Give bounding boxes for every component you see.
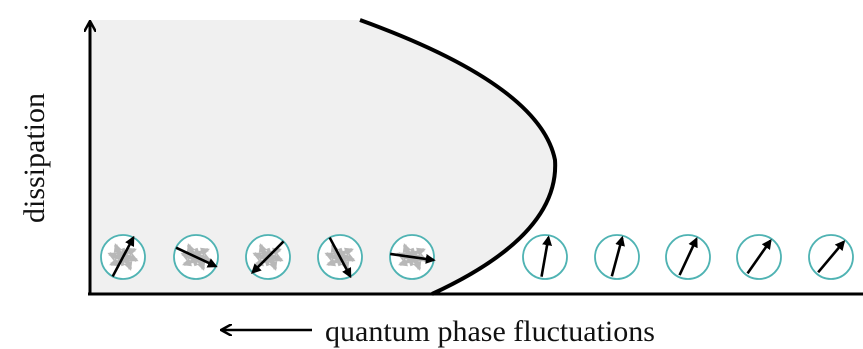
spin-symbols: [100, 234, 854, 280]
fluctuating-spin: [173, 234, 219, 280]
x-axis-label: quantum phase fluctuations: [325, 315, 655, 348]
spin-arrow: [817, 240, 846, 274]
ordered-spin: [665, 234, 711, 280]
dissipative-phase-region: [90, 20, 556, 294]
fluctuation-arrow: [116, 249, 139, 262]
fluctuating-spin: [317, 234, 363, 280]
spin-arrow: [175, 246, 218, 268]
fluctuating-spin: [245, 234, 291, 280]
ordered-spin: [808, 234, 854, 280]
phase-boundary-line: [359, 18, 558, 296]
fluctuation-arrow: [266, 247, 278, 271]
spin-arrow: [610, 235, 625, 277]
spin-arrow: [746, 238, 772, 275]
fluctuation-arrow: [121, 247, 133, 271]
spin-arrow: [251, 240, 285, 274]
ordered-spin: [594, 234, 640, 280]
fluctuating-spin: [100, 234, 146, 280]
fluctuation-arrow: [189, 249, 212, 262]
fluctuation-arrow: [261, 249, 284, 262]
fluctuating-spin: [389, 234, 436, 280]
y-axis-label: dissipation: [18, 93, 51, 223]
spin-arrow: [390, 252, 436, 264]
spin-arrow: [678, 237, 698, 276]
spin-arrow: [328, 236, 352, 279]
ordered-spin: [522, 234, 568, 280]
fluctuation-arrow: [107, 252, 130, 265]
ordered-spin: [736, 234, 782, 280]
fluctuation-arrow: [338, 247, 350, 271]
fluctuation-arrow: [180, 252, 203, 265]
spin-arrow: [540, 235, 553, 277]
fluctuation-arrow: [252, 252, 275, 265]
spin-arrow: [111, 235, 135, 278]
